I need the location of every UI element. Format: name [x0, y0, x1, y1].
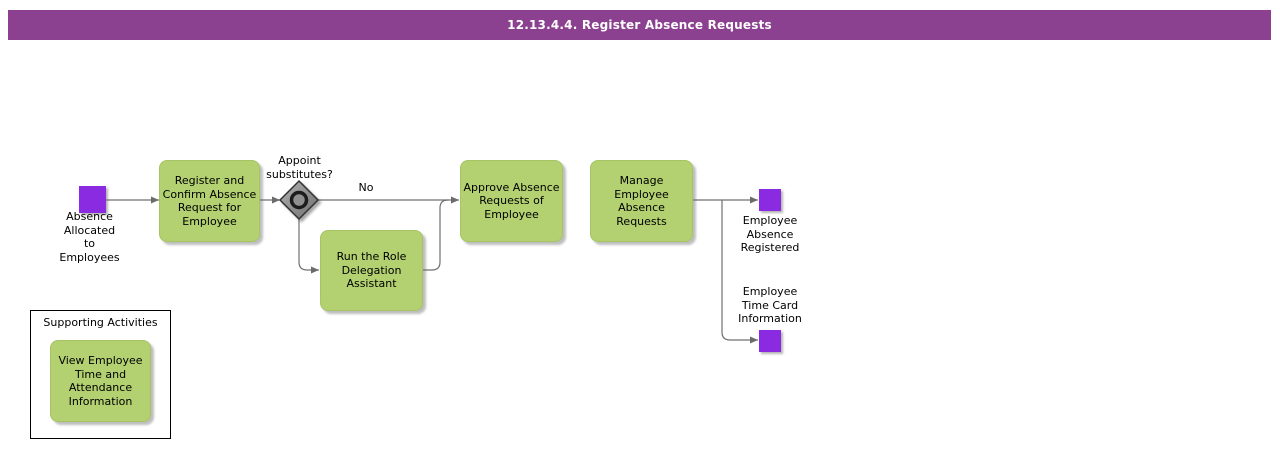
- flow-gateway-to-run-delegation: [298, 219, 319, 274]
- flow-branch-to-time-card: [721, 200, 758, 344]
- task-run-role-delegation-assistant[interactable]: Run the Role Delegation Assistant: [320, 230, 423, 311]
- gateway-appoint-substitutes: [278, 179, 320, 221]
- task-view-employee-time-attendance[interactable]: View Employee Time and Attendance Inform…: [50, 340, 151, 422]
- task-register-and-confirm-absence[interactable]: Register and Confirm Absence Request for…: [159, 160, 260, 242]
- end-event-employee-time-card: [759, 330, 781, 352]
- task-approve-absence-requests[interactable]: Approve Absence Requests of Employee: [460, 160, 563, 242]
- diagram-title-bar: 12.13.4.4. Register Absence Requests: [8, 10, 1271, 40]
- end-event-employee-absence-registered: [759, 189, 781, 211]
- start-event-label: Absence Allocated to Employees: [59, 210, 120, 264]
- end-event-time-card-label: Employee Time Card Information: [738, 285, 802, 325]
- gateway-no-branch-label: No: [358, 181, 374, 194]
- start-event-absence-allocated: [79, 186, 106, 213]
- gateway-question-label: Appoint substitutes?: [266, 154, 333, 181]
- page-title: 12.13.4.4. Register Absence Requests: [507, 18, 772, 32]
- gateway-circle-icon: [289, 190, 309, 210]
- supporting-activities-title: Supporting Activities: [43, 316, 158, 329]
- flow-run-delegation-rejoin: [421, 199, 449, 271]
- end-event-absence-registered-label: Employee Absence Registered: [740, 214, 800, 254]
- task-manage-employee-absence-requests[interactable]: Manage Employee Absence Requests: [590, 160, 693, 242]
